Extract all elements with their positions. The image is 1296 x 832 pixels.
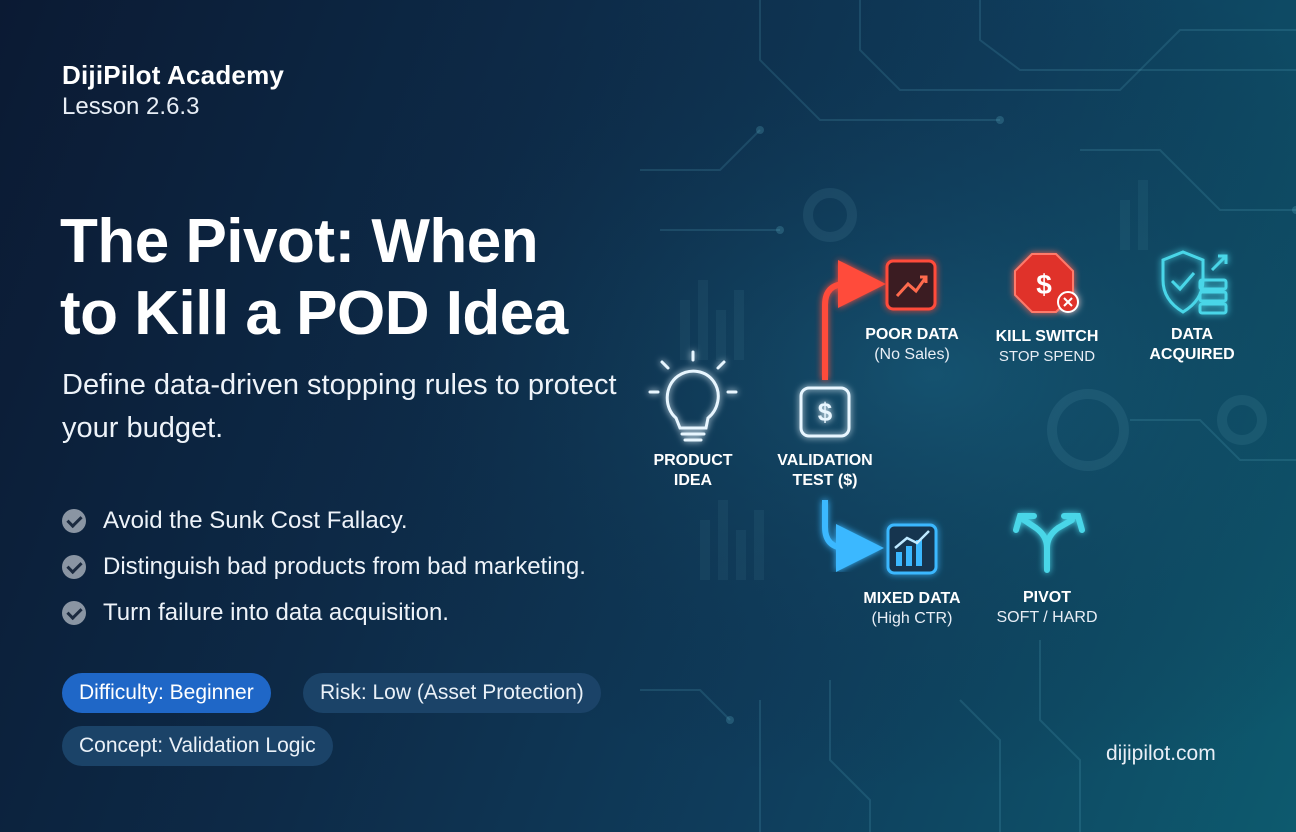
dollar-icon: $	[799, 386, 851, 438]
list-item: Turn failure into data acquisition.	[62, 590, 586, 636]
split-arrow-icon	[1013, 513, 1085, 573]
list-item-text: Turn failure into data acquisition.	[103, 599, 449, 626]
shield-database-icon	[1161, 250, 1228, 315]
dollar-symbol: $	[818, 397, 833, 427]
mixed-data-label-2: (High CTR)	[872, 610, 953, 627]
title-line-1: The Pivot: When	[60, 207, 539, 276]
list-item: Avoid the Sunk Cost Fallacy.	[62, 498, 586, 544]
validation-label-1: VALIDATION	[777, 452, 872, 469]
title-line-2: to Kill a POD Idea	[60, 279, 568, 348]
lightbulb-icon	[648, 350, 738, 442]
arrow-to-mixed-data	[822, 500, 884, 572]
data-acquired-label-1: DATA	[1171, 326, 1214, 343]
product-idea-label-2: IDEA	[674, 472, 713, 489]
list-item: Distinguish bad products from bad market…	[62, 544, 586, 590]
kill-switch-label-1: KILL SWITCH	[996, 328, 1099, 345]
brand-name: DijiPilot Academy	[62, 60, 285, 90]
lesson-number: Lesson 2.6.3	[62, 93, 200, 120]
validation-label-2: TEST ($)	[793, 472, 858, 489]
growth-chart-icon	[886, 523, 938, 575]
list-item-text: Avoid the Sunk Cost Fallacy.	[103, 507, 408, 534]
benefit-list: Avoid the Sunk Cost Fallacy. Distinguish…	[62, 498, 586, 636]
difficulty-badge: Difficulty: Beginner	[62, 673, 271, 713]
list-item-text: Distinguish bad products from bad market…	[103, 553, 586, 580]
pivot-label-1: PIVOT	[1023, 589, 1071, 606]
stop-sign-icon: $	[1014, 253, 1079, 313]
check-circle-icon	[62, 601, 86, 625]
check-circle-icon	[62, 555, 86, 579]
trend-chart-icon	[885, 259, 937, 311]
data-acquired-label-2: ACQUIRED	[1149, 346, 1234, 363]
poor-data-label-2: (No Sales)	[874, 346, 950, 363]
page-title: The Pivot: When to Kill a POD Idea	[60, 206, 680, 350]
check-circle-icon	[62, 509, 86, 533]
arrow-to-poor-data	[822, 260, 886, 380]
mixed-data-label-1: MIXED DATA	[863, 590, 961, 607]
risk-badge: Risk: Low (Asset Protection)	[303, 673, 601, 713]
pivot-label-2: SOFT / HARD	[996, 609, 1097, 626]
concept-badge: Concept: Validation Logic	[62, 726, 333, 766]
kill-switch-dollar: $	[1036, 269, 1052, 300]
product-idea-label-1: PRODUCT	[653, 452, 732, 469]
poor-data-label-1: POOR DATA	[865, 326, 959, 343]
subtitle: Define data-driven stopping rules to pro…	[62, 369, 617, 444]
website-url: dijipilot.com	[1106, 742, 1216, 765]
kill-switch-label-2: STOP SPEND	[999, 348, 1095, 365]
